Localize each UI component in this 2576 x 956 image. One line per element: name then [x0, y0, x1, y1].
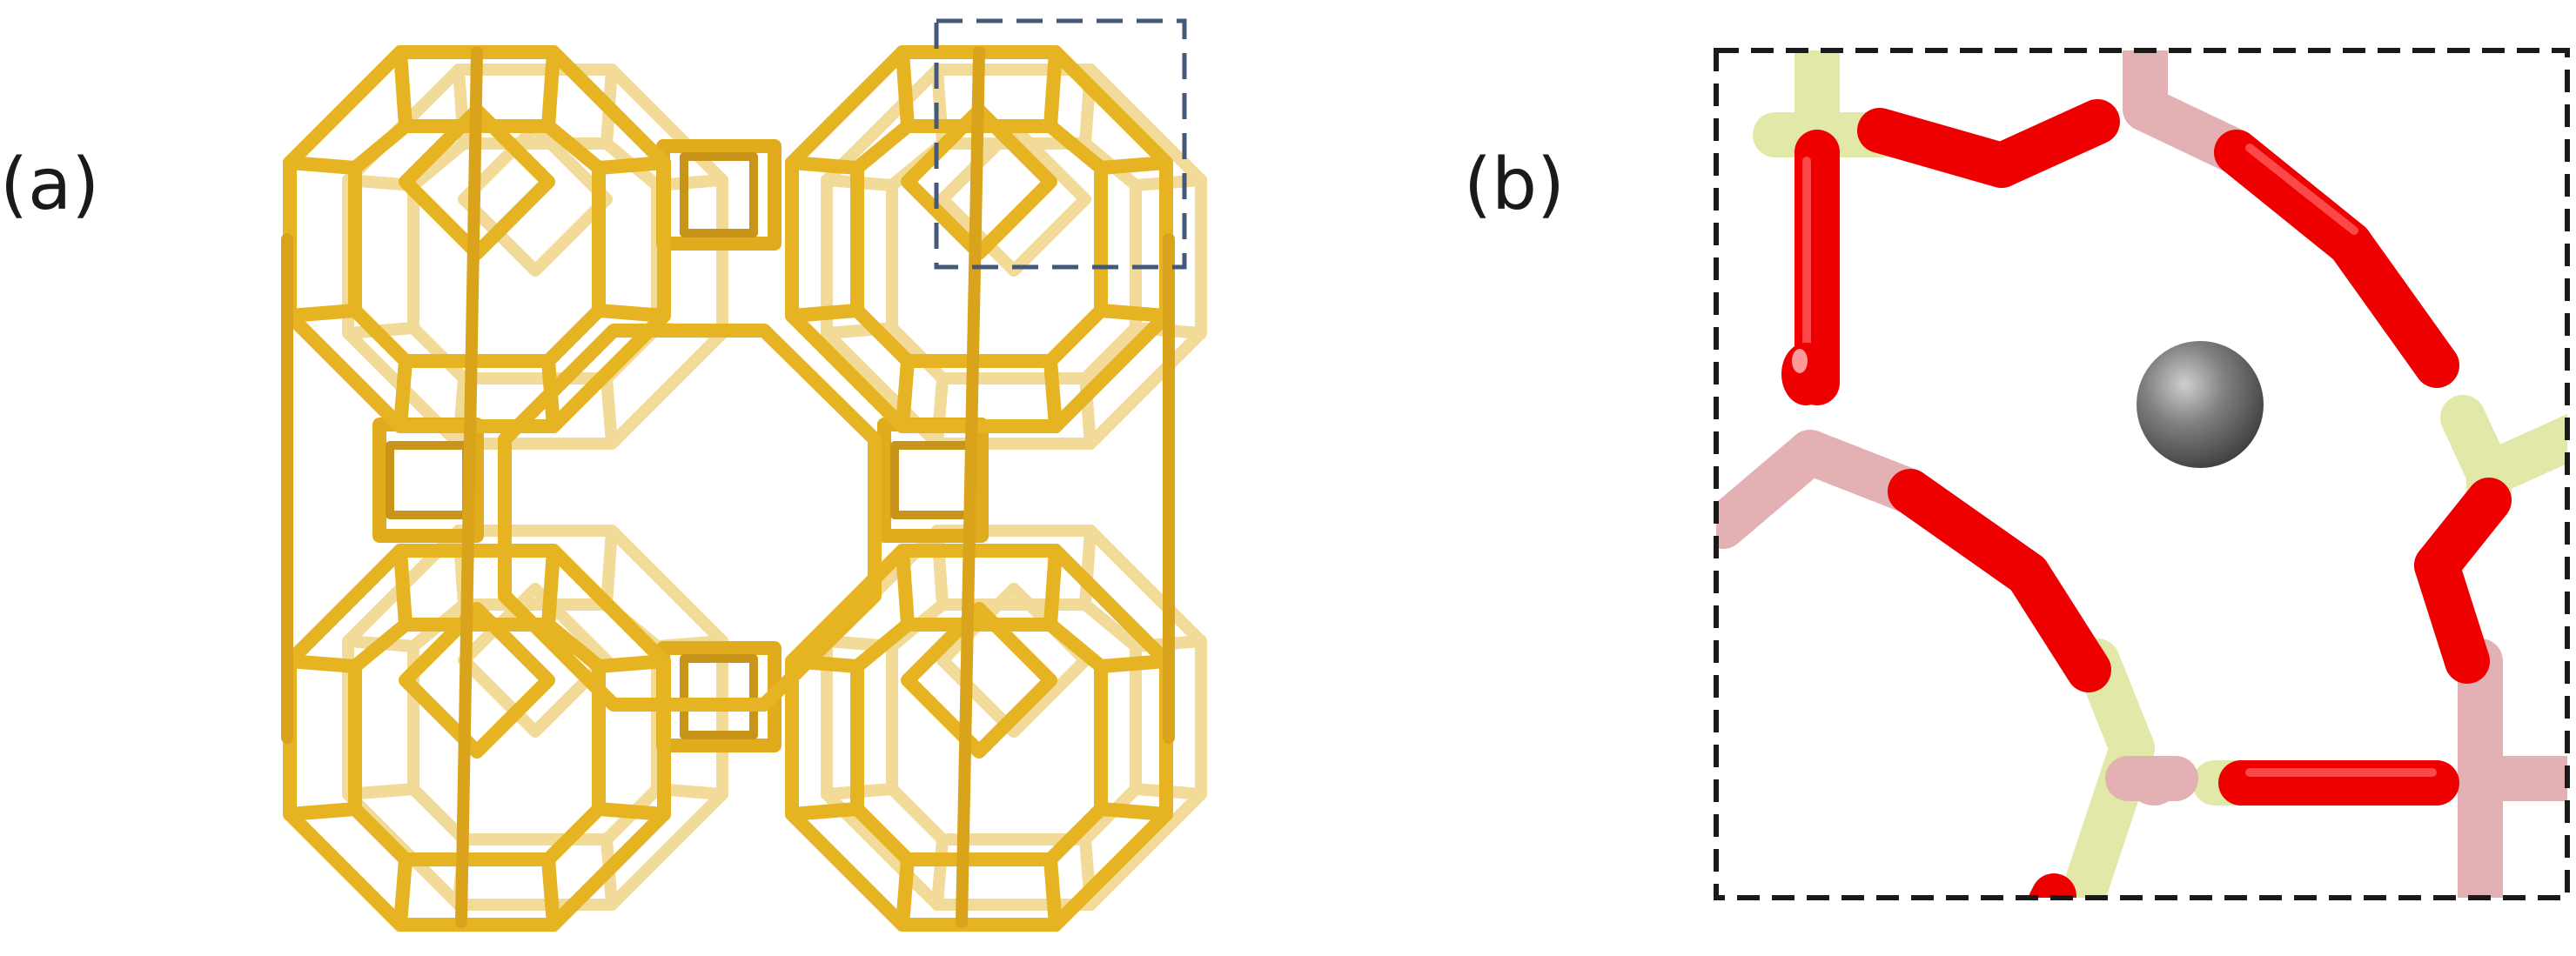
- panel-label-b: (b): [1464, 144, 1566, 226]
- bonds-oxygen: [1794, 99, 2512, 898]
- oxygen-highlights: [1802, 144, 2437, 777]
- panel-label-a: (a): [0, 144, 100, 226]
- zoom-region-box: [934, 18, 1187, 270]
- double-four-rings: [372, 139, 989, 752]
- zoomed-ring-structure: [1716, 50, 2567, 898]
- zoom-panel-frame: [1714, 48, 2570, 900]
- cation-sphere-icon: [2137, 341, 2264, 468]
- framework-struts: [281, 46, 1175, 928]
- zeolite-framework-icon: [281, 46, 1201, 928]
- oxygen-cap: [1781, 343, 1830, 405]
